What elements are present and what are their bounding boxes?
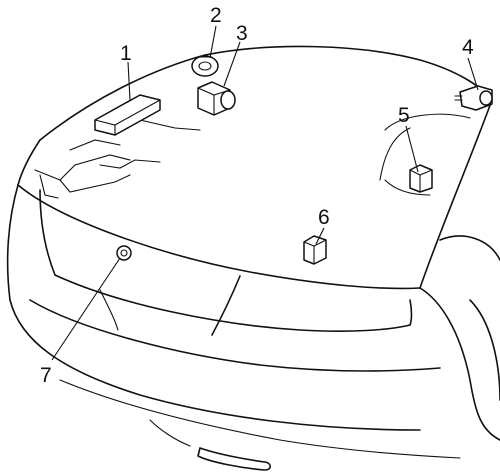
engine-bay-details (34, 119, 431, 199)
callout-3: 3 (236, 22, 248, 45)
callout-6: 6 (318, 206, 330, 229)
part-2-sensor (191, 55, 219, 77)
part-6-box (303, 235, 327, 265)
car-body-outline (6, 45, 500, 471)
leader-lines (51, 25, 479, 361)
part-7-sensor (116, 245, 132, 261)
part-4-connector (454, 85, 493, 111)
callout-4: 4 (462, 36, 474, 59)
callout-2: 2 (210, 4, 222, 27)
callout-7: 7 (40, 364, 52, 387)
callout-1: 1 (120, 42, 132, 65)
callout-labels: 1 2 3 4 5 6 7 (40, 4, 474, 387)
part-3-unit (197, 81, 236, 116)
part-1-module (94, 94, 161, 136)
callout-5: 5 (398, 104, 410, 127)
part-5-box (409, 164, 433, 193)
